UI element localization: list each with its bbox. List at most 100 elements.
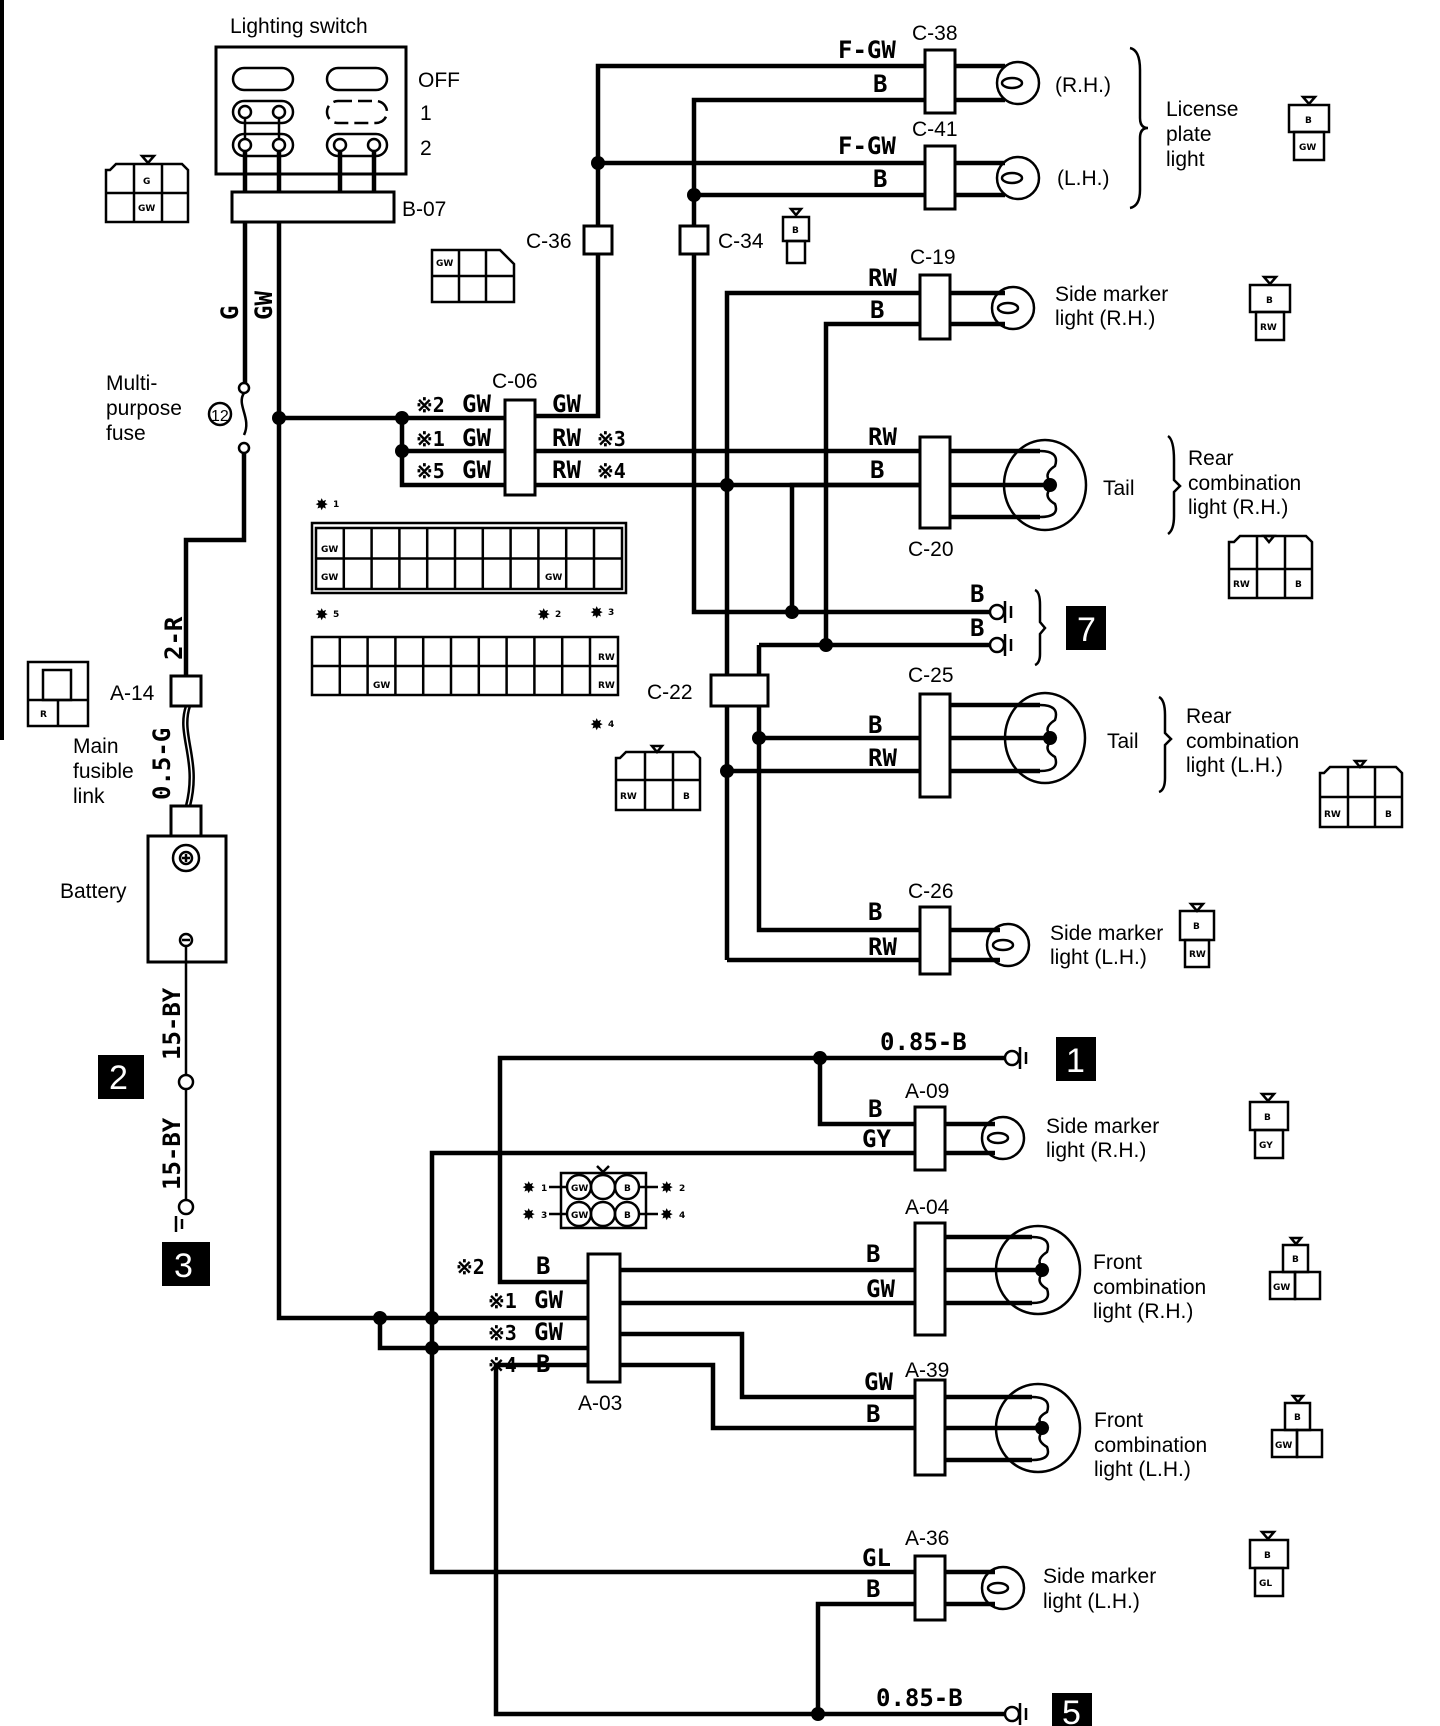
wire-2r-label: 2-R: [160, 616, 188, 660]
label-diagram-rear_lamps-2-connector: C-25: [908, 664, 954, 687]
ground-badge-3: 3: [162, 1242, 210, 1286]
label-diagram-front-lamps-1-wires-1: GW: [866, 1275, 895, 1303]
connector-b07: [230, 190, 396, 224]
connector-c25: [918, 692, 952, 799]
label-diagram-rear_lamps-3-label_lines-1: light (L.H.): [1050, 946, 1147, 969]
label-diagram-license_plate-lamps-1-wires-1: B: [873, 165, 887, 193]
svg-text:✸: ✸: [522, 1207, 535, 1224]
a04-pin-view: B GW: [1268, 1236, 1322, 1301]
label-diagram-license_plate-group_label_lines-1: plate: [1166, 123, 1212, 146]
license-plate-lights: C-34 B C-38 F-GW B (R.H.) C-41 F-GW B (L…: [678, 22, 1331, 615]
label-diagram-c06-pin_view-top_markers-2: 2: [555, 610, 561, 620]
label-diagram-rear_lamps-2-pin_view-1: B: [1385, 810, 1392, 820]
label-diagram-front-ground_5-wire: 0.85-B: [876, 1684, 963, 1712]
rear-lamps: C-19 RW B Side marker light (R.H.) BRW C…: [614, 246, 1404, 976]
label-diagram-rear_lamps-0-connector: C-19: [910, 246, 956, 269]
label-diagram-front-lamps-2-wires-1: B: [866, 1400, 880, 1428]
ground-badge-1: 1: [1056, 1037, 1096, 1081]
svg-text:✸: ✸: [660, 1207, 673, 1224]
a39-pin-view: B GW: [1270, 1394, 1324, 1459]
c36-pin-view: GW: [430, 248, 516, 304]
label-diagram-license_plate-lamps-1-connector: C-41: [912, 118, 958, 141]
label-diagram-front-a03-pin_view-right-1-pin: B: [624, 1211, 631, 1221]
label-diagram-c06-left_wires-1-color: GW: [462, 424, 491, 452]
label-diagram-front-ground_1-wire: 0.85-B: [880, 1028, 967, 1056]
front-lamps: 0.85-B 1 A-09 B GY Side marker light (R.…: [373, 1028, 1324, 1726]
label-diagram-front-lamps-2-pin_view-0: B: [1294, 1413, 1301, 1423]
label-diagram-power_path-ground_badges-1: 3: [174, 1247, 193, 1285]
label-diagram-front-lamps-2-pin_view-1: GW: [1275, 1441, 1292, 1451]
c34-pin-view: B: [781, 207, 811, 265]
label-diagram-c06-pin_view-bottom_row_labels-1: GW: [373, 681, 390, 691]
label-diagram-c06-right_wires-0-color: GW: [552, 390, 581, 418]
license-pin-view: BGW: [1287, 95, 1331, 162]
label-diagram-c06-pin_view-bottom_row_labels-2: RW: [598, 681, 615, 691]
connector-c20: [918, 435, 952, 530]
label-diagram-front-lamps-1-pin_view-1: GW: [1273, 1283, 1290, 1293]
label-diagram-c06-pin_view-top_row_labels-0: GW: [321, 545, 338, 555]
label-diagram-rear_lamps-2-label_lines-2: light (L.H.): [1186, 754, 1283, 777]
connector-c34: [678, 224, 710, 256]
label-diagram-power_path-fuse_label_lines-1: purpose: [106, 397, 182, 420]
wire-gw-label: GW: [250, 291, 278, 320]
label-diagram-front-lamps-3-pin_view-0: B: [1264, 1551, 1271, 1561]
label-diagram-front-a03-pin_view-left-0-marker: 1: [541, 1184, 547, 1194]
label-diagram-c34-pin_view-0: B: [792, 226, 799, 236]
label-diagram-front-lamps-1-connector: A-04: [905, 1196, 950, 1219]
c06-pin-view: GW GW GW RW GW RW ✸1 ✸5 ✸2 ✸3 ✸4: [310, 497, 628, 734]
label-diagram-rear_lamps-0-wires-1: B: [870, 296, 884, 324]
connector-a39: [913, 1378, 947, 1477]
label-diagram-front-lamps-0-pin_view-0: B: [1264, 1113, 1271, 1123]
connector-a14: [169, 674, 203, 708]
a09-pin-view: BGY: [1248, 1092, 1290, 1160]
svg-text:✸: ✸: [315, 607, 328, 624]
connector-a04: [913, 1221, 947, 1337]
label-diagram-rear_lamps-1-label_lines-1: combination: [1188, 472, 1301, 495]
svg-text:✸: ✸: [522, 1180, 535, 1197]
label-diagram-front-lamps-2-label_lines-0: Front: [1094, 1409, 1143, 1432]
connector-c26: [918, 905, 952, 976]
label-diagram-front-lamps-1-label_lines-1: combination: [1093, 1276, 1206, 1299]
ground-badge-5: 5: [1052, 1693, 1092, 1726]
label-diagram-c06-right_wires-1-note: ※3: [597, 427, 626, 451]
b07-pin-view: G GW: [104, 154, 190, 224]
label-diagram-front-ground_5-badge: 5: [1062, 1694, 1081, 1726]
label-diagram-front-lamps-1-pin_view-0: B: [1292, 1255, 1299, 1265]
label-diagram-front-lamps-2-label_lines-1: combination: [1094, 1434, 1207, 1457]
label-diagram-rear_lamps-3-pin_view-0: B: [1193, 922, 1200, 932]
label-diagram-c06-right_wires-2-note: ※4: [597, 459, 626, 483]
label-diagram-rear_lamps-0-wires-0: RW: [868, 264, 897, 292]
label-diagram-ground_7-wires-0: B: [970, 580, 984, 608]
label-diagram-front-a03-pin_view-left-1-pin: GW: [571, 1211, 588, 1221]
lighting-switch-label: Lighting switch: [230, 15, 368, 38]
svg-text:✸: ✸: [590, 717, 603, 734]
connector-c41: [923, 144, 957, 211]
switch-position-2: 2: [420, 137, 432, 160]
label-diagram-front-lamps-2-wires-0: GW: [864, 1368, 893, 1396]
label-diagram-power_path-fuse_label_lines-0: Multi-: [106, 372, 157, 395]
label-diagram-c22-pin_view-1: B: [683, 792, 690, 802]
svg-text:✸: ✸: [660, 1180, 673, 1197]
label-diagram-rear_lamps-1-bulb_label: Tail: [1103, 477, 1135, 500]
label-diagram-rear_lamps-2-wires-0: B: [868, 711, 882, 739]
label-diagram-license_plate-group_label_lines-0: License: [1166, 98, 1238, 121]
label-diagram-c22-pin_view-0: RW: [620, 792, 637, 802]
label-diagram-rear_lamps-3-connector: C-26: [908, 880, 954, 903]
ground-badge-2: 2: [98, 1055, 144, 1099]
label-diagram-front-a03-left_wires-0-color: B: [536, 1252, 550, 1280]
wire-g-label: G: [216, 306, 244, 320]
connector-c19: [918, 273, 952, 341]
label-diagram-power_path-fusible_link_label_lines-2: link: [73, 785, 105, 808]
wire-05g-label: 0.5-G: [148, 728, 176, 800]
c26-pin-view: BRW: [1178, 902, 1216, 969]
label-diagram-rear_lamps-0-label_lines-1: light (R.H.): [1055, 307, 1155, 330]
label-diagram-front-lamps-3-wires-0: GL: [862, 1544, 891, 1572]
wire-15by-lower: 15-BY: [158, 1117, 186, 1190]
label-diagram-rear_lamps-1-pin_view-0: RW: [1233, 580, 1250, 590]
ground-badge-7: 7: [1066, 606, 1106, 650]
label-diagram-power_path-fusible_link_label_lines-0: Main: [73, 735, 119, 758]
label-diagram-power_path-fusible_link_label_lines-1: fusible: [73, 760, 134, 783]
label-diagram-rear_lamps-1-connector: C-20: [908, 538, 954, 561]
c22-pin-view: RW B: [614, 744, 702, 812]
